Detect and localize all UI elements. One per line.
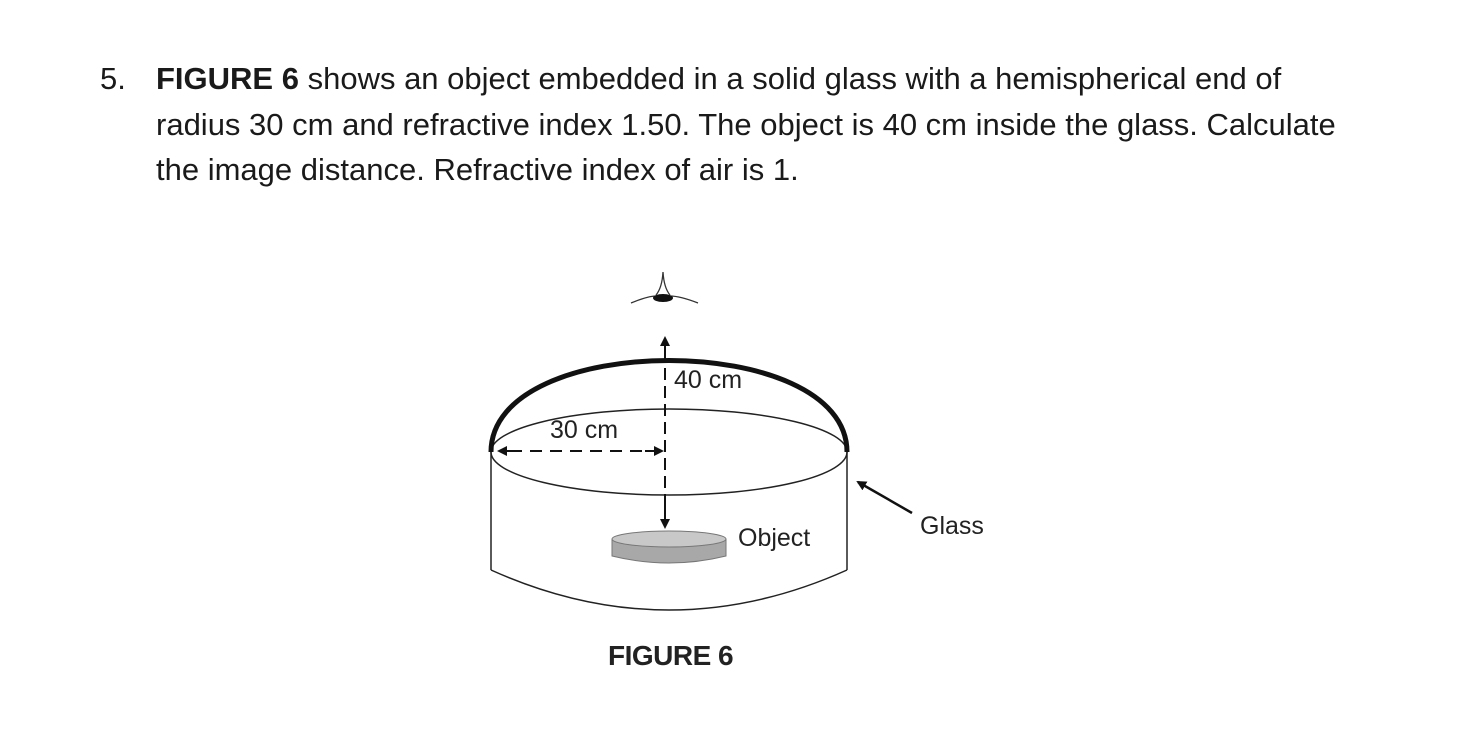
figure-caption: FIGURE 6 [608,640,734,671]
question-line-3: the image distance. Refractive index of … [156,152,799,187]
object-disc [611,530,727,564]
question-text: FIGURE 6 shows an object embedded in a s… [156,56,1456,193]
object-label: Object [738,524,811,552]
eye-icon [630,271,699,304]
question-line-1: FIGURE 6 shows an object embedded in a s… [156,56,1456,102]
figure-6-diagram: 40 cm 30 cm Object Glass [480,260,1040,700]
figure-reference: FIGURE 6 [156,61,299,96]
question-number: 5. [100,61,126,96]
glass-label: Glass [920,512,984,540]
question-line-2: radius 30 cm and refractive index 1.50. … [156,106,1336,142]
question-line-1-text: shows an object embedded in a solid glas… [298,61,1282,96]
depth-label: 40 cm [674,366,743,394]
glass-diagram-svg [488,271,913,611]
radius-label: 30 cm [550,416,619,444]
